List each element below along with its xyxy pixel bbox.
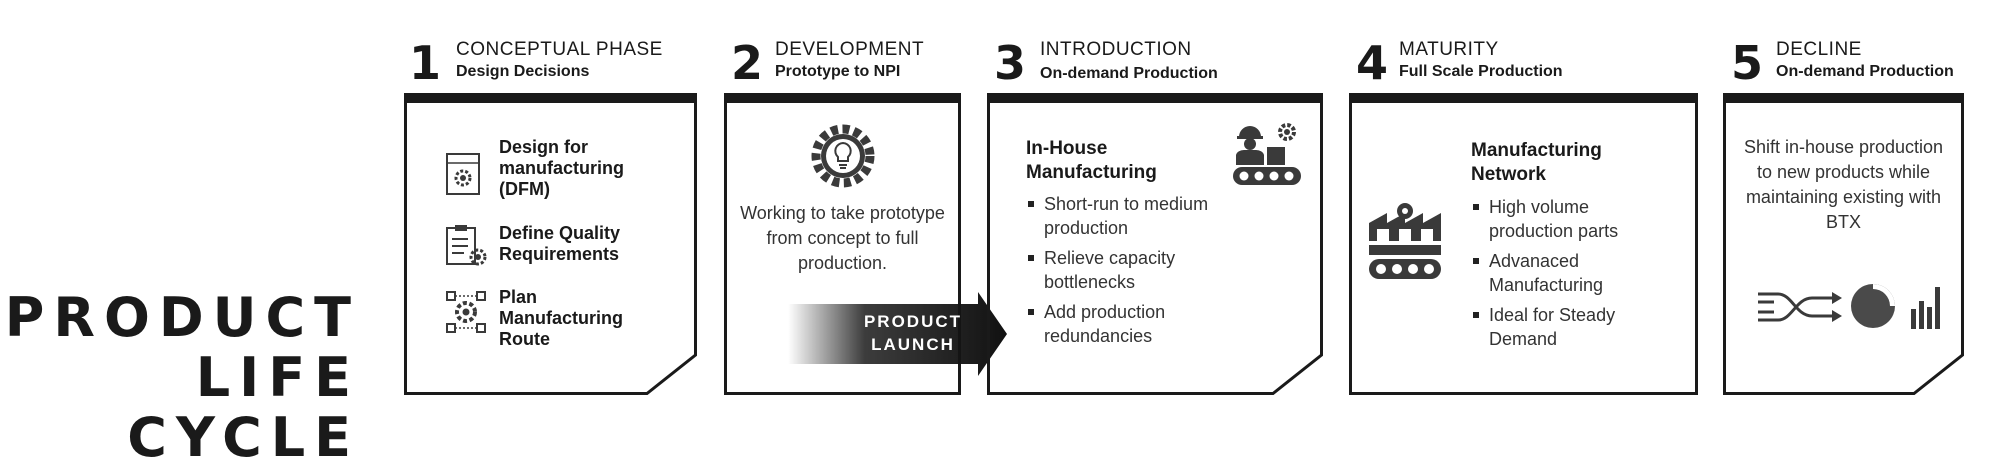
list-item: High volume production parts: [1471, 195, 1651, 243]
bullet-list: Short-run to medium production Relieve c…: [1026, 192, 1236, 354]
list-item: Short-run to medium production: [1026, 192, 1236, 240]
phase-number: 2: [731, 36, 764, 90]
phase-number: 1: [409, 36, 442, 90]
launch-label: PRODUCT LAUNCH: [848, 310, 978, 356]
phase-body: Working to take prototype from concept t…: [740, 203, 945, 273]
phase-name: DEVELOPMENT: [775, 39, 925, 60]
title-line-1: PRODUCT: [4, 286, 360, 349]
launch-line-1: PRODUCT: [863, 312, 963, 331]
phase-subtitle: Design Decisions: [456, 63, 590, 80]
phase-subtitle: On-demand Production: [1776, 63, 1954, 80]
bullet-list: High volume production parts Advanaced M…: [1471, 195, 1651, 357]
launch-line-2: LAUNCH: [871, 335, 955, 354]
phase-subtitle: On-demand Production: [1040, 65, 1218, 82]
item-label: Define Quality Requirements: [499, 223, 621, 264]
phase-card: Shift in-house production to new product…: [1723, 93, 1964, 395]
phase-name: INTRODUCTION: [1040, 39, 1192, 60]
list-item: Advanaced Manufacturing: [1471, 249, 1651, 297]
checklist-gear-icon: [444, 223, 488, 269]
phase-name: CONCEPTUAL PHASE: [456, 39, 663, 60]
phase-name: MATURITY: [1399, 39, 1499, 60]
item-label: Design for manufacturing (DFM): [499, 137, 625, 199]
worker-conveyor-icon: [1231, 121, 1303, 189]
item-label: Plan Manufacturing Route: [499, 287, 623, 349]
phase-number: 4: [1356, 36, 1389, 90]
list-item: Relieve capacity bottlenecks: [1026, 246, 1236, 294]
phase-subtitle: Prototype to NPI: [775, 63, 901, 80]
phase-card: Working to take prototype from concept t…: [724, 93, 961, 395]
title-line-2: LIFE CYCLE: [127, 346, 360, 469]
bar-chart-icon: [1910, 283, 1944, 331]
phase-number: 5: [1731, 36, 1764, 90]
phase-body: Shift in-house production to new product…: [1743, 137, 1944, 232]
phase-name: DECLINE: [1776, 39, 1862, 60]
phase-card: Design for manufacturing (DFM) Define Qu…: [404, 93, 697, 395]
phase-subtitle: Full Scale Production: [1399, 63, 1563, 80]
pie-chart-icon: [1848, 281, 1898, 331]
list-item: Add production redundancies: [1026, 300, 1236, 348]
product-launch-arrow: PRODUCT LAUNCH: [788, 292, 1008, 376]
list-item: Ideal for Steady Demand: [1471, 303, 1651, 351]
phase-card: In-House Manufacturing Short-run to medi…: [987, 93, 1323, 395]
page-title: PRODUCT LIFE CYCLE: [0, 288, 360, 468]
merge-arrows-icon: [1756, 286, 1844, 328]
lightbulb-gear-icon: [810, 123, 876, 189]
phase-number: 3: [994, 36, 1027, 90]
card-heading: In-House Manufacturing: [1026, 138, 1157, 183]
card-heading: Manufacturing Network: [1471, 140, 1602, 185]
process-gear-icon: [444, 289, 488, 335]
phase-card: Manufacturing Network High volume produc…: [1349, 93, 1698, 395]
factory-conveyor-icon: [1367, 201, 1443, 281]
blueprint-gear-icon: [444, 151, 482, 197]
